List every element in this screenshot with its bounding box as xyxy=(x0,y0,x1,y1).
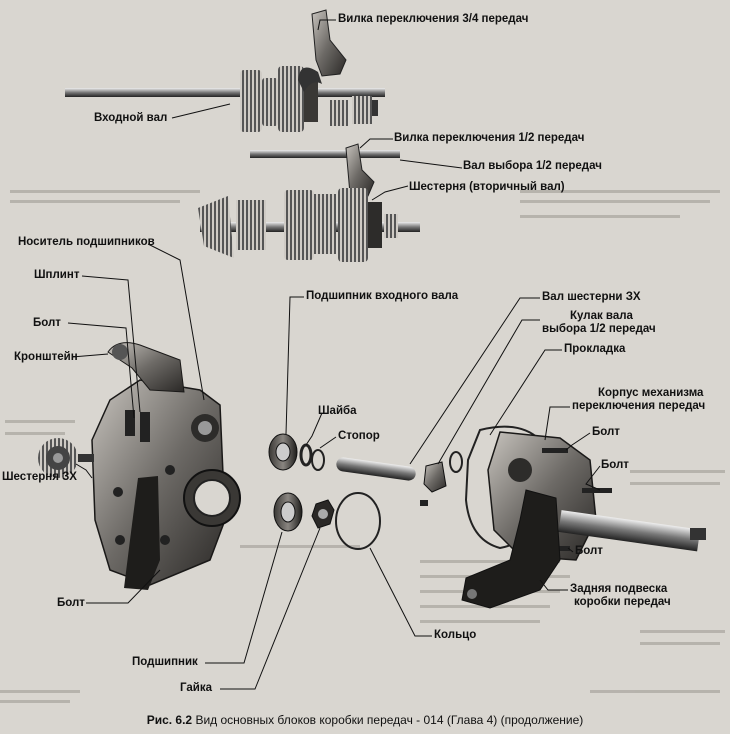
label-gasket: Прокладка xyxy=(564,343,626,355)
bearing xyxy=(273,492,303,532)
washer xyxy=(299,443,313,467)
label-fork-1-2: Вилка переключения 1/2 передач xyxy=(394,132,585,144)
figure-number: Рис. 6.2 xyxy=(146,713,193,727)
label-bolt-right-1: Болт xyxy=(592,426,620,438)
label-mount-line2: коробки передач xyxy=(574,596,671,608)
rear-transmission-mount xyxy=(461,489,561,609)
bolts-right xyxy=(542,448,612,551)
label-housing-line2: переключения передач xyxy=(572,400,706,412)
gear-3x-shaft xyxy=(336,457,416,481)
label-gear-output-shaft: Шестерня (вторичный вал) xyxy=(409,181,565,193)
nut xyxy=(311,499,335,529)
selector-shaft-1-2 xyxy=(250,150,400,158)
label-bolt-right-2: Болт xyxy=(601,459,629,471)
label-selector-shaft-1-2: Вал выбора 1/2 передач xyxy=(463,160,602,172)
figure-caption-text: Вид основных блоков коробки передач - 01… xyxy=(195,713,584,727)
output-shaft-assembly xyxy=(198,188,420,262)
rear-mount-left xyxy=(124,476,160,590)
label-cam-line2: выбора 1/2 передач xyxy=(542,323,656,335)
label-washer: Шайба xyxy=(318,405,357,417)
bearing-carrier-housing xyxy=(91,379,241,586)
label-input-shaft-bearing: Подшипник входного вала xyxy=(306,290,459,302)
label-bracket: Кронштейн xyxy=(14,351,78,363)
label-bolt-left-top: Болт xyxy=(33,317,61,329)
shift-fork-3-4 xyxy=(298,9,347,92)
input-shaft-assembly xyxy=(65,66,385,132)
gear-3x xyxy=(38,438,94,478)
label-bearing: Подшипник xyxy=(132,656,198,668)
input-shaft-bearing xyxy=(268,433,298,471)
label-nut: Гайка xyxy=(180,682,212,694)
label-input-shaft: Входной вал xyxy=(94,112,168,124)
label-bearing-carrier: Носитель подшипников xyxy=(18,236,155,248)
label-fork-3-4: Вилка переключения 3/4 передач xyxy=(338,13,529,25)
label-gear-shaft-3x: Вал шестерни ЗХ xyxy=(542,291,641,303)
label-split-pin: Шплинт xyxy=(34,269,80,281)
label-housing-line1: Корпус механизма xyxy=(598,387,704,399)
label-stopper: Стопор xyxy=(338,430,380,442)
label-ring: Кольцо xyxy=(434,629,477,641)
label-bolt-right-3: Болт xyxy=(575,545,603,557)
label-cam-line1: Кулак вала xyxy=(570,310,633,322)
label-mount-line1: Задняя подвеска xyxy=(570,583,668,595)
figure-caption: Рис. 6.2 Вид основных блоков коробки пер… xyxy=(0,713,730,727)
input-shaft xyxy=(65,88,385,97)
selector-cam-1-2 xyxy=(420,461,447,506)
ring xyxy=(335,492,381,550)
label-gear-3x: Шестерня ЗХ xyxy=(2,471,77,483)
leader-lines xyxy=(67,19,601,690)
bracket xyxy=(107,342,185,393)
stopper-clip xyxy=(311,449,325,471)
label-bolt-left-bottom: Болт xyxy=(57,597,85,609)
